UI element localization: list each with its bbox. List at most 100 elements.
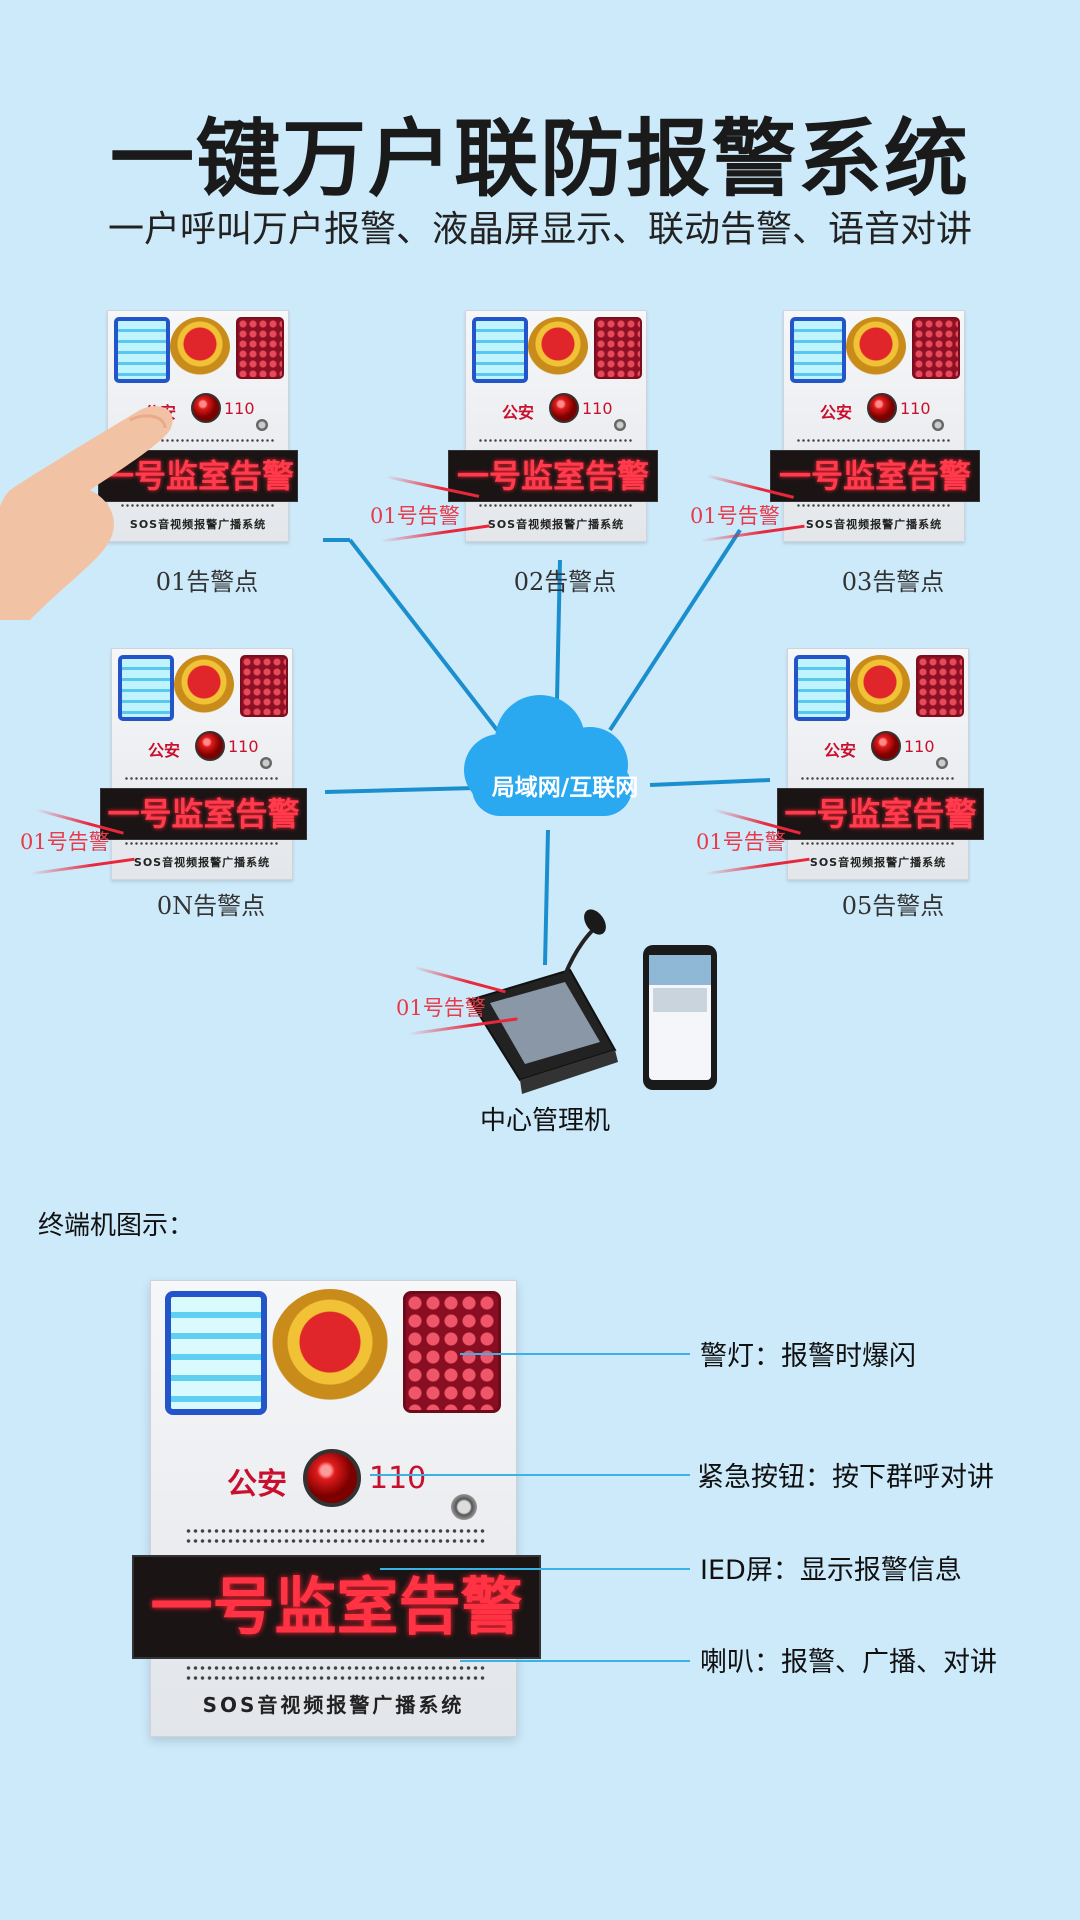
red-light-icon [240, 655, 288, 717]
red-light-icon [916, 655, 964, 717]
alarm-device-02: 公安 110 SOS音视频报警广播系统 [465, 310, 647, 542]
police-label: 公安 [148, 741, 181, 760]
callout-line [460, 1353, 690, 1355]
link-0N [324, 786, 476, 794]
camera-icon [451, 1494, 477, 1520]
number-label: 110 [224, 399, 255, 418]
speaker-grille [120, 439, 276, 442]
brand-label: SOS音视频报警广播系统 [133, 856, 271, 869]
center-machine-graphic [468, 909, 717, 1094]
page-title: 一键万户联防报警系统 [109, 109, 970, 208]
speaker-grille [185, 1676, 485, 1680]
brand-label: SOS音视频报警广播系统 [202, 1693, 465, 1717]
brand-label: SOS音视频报警广播系统 [129, 518, 267, 531]
strobe-light-icon [165, 1291, 267, 1415]
page-subtitle: 一户呼叫万户报警、液晶屏显示、联动告警、语音对讲 [107, 209, 972, 250]
camera-icon [260, 757, 272, 769]
speaker-grille [478, 504, 634, 507]
police-emblem-icon [846, 317, 906, 377]
police-label: 公安 [227, 1467, 287, 1502]
alert-label: 01号告警 [20, 830, 110, 854]
cloud-label: 局域网/互联网 [491, 775, 639, 801]
number-label: 110 [369, 1461, 427, 1496]
node-label-02: 02告警点 [513, 568, 617, 596]
camera-icon [256, 419, 268, 431]
police-label: 公安 [502, 403, 535, 422]
alarm-device-0N: 公安 110 SOS音视频报警广播系统 [111, 648, 293, 880]
led-screen-large: 一号监室告警 [132, 1555, 541, 1659]
terminal-device: 公安 110 SOS音视频报警广播系统 [150, 1280, 517, 1737]
callout-speaker: 喇叭：报警、广播、对讲 [700, 1647, 997, 1678]
police-label: 公安 [824, 741, 857, 760]
speaker-grille [796, 504, 952, 507]
police-emblem-icon [174, 655, 234, 715]
node-label-01: 01告警点 [155, 568, 259, 596]
callout-emergency-button: 紧急按钮：按下群呼对讲 [697, 1462, 994, 1493]
number-label: 110 [228, 737, 259, 756]
brand-label: SOS音视频报警广播系统 [809, 856, 947, 869]
alert-label: 01号告警 [396, 996, 486, 1020]
emergency-button[interactable] [867, 393, 897, 423]
strobe-light-icon [790, 317, 846, 383]
emergency-button[interactable] [191, 393, 221, 423]
cloud-shape [464, 695, 632, 816]
police-emblem-icon [271, 1289, 389, 1407]
link-center [543, 829, 550, 966]
emergency-button[interactable] [871, 731, 901, 761]
speaker-grille [478, 439, 634, 442]
alert-label: 01号告警 [696, 830, 786, 854]
number-label: 110 [582, 399, 613, 418]
led-screen: 一号监室告警 [770, 450, 980, 502]
link-02 [555, 559, 562, 701]
speaker-grille [124, 842, 280, 845]
link-01-b [348, 538, 499, 732]
callout-line [370, 1474, 690, 1476]
led-screen: 一号监室告警 [448, 450, 658, 502]
emergency-button[interactable] [303, 1449, 361, 1507]
link-03 [608, 528, 742, 732]
red-light-icon [912, 317, 960, 379]
alarm-device-03: 公安 110 SOS音视频报警广播系统 [783, 310, 965, 542]
led-screen: 一号监室告警 [100, 788, 307, 840]
red-light-icon [403, 1291, 501, 1413]
emergency-button[interactable] [195, 731, 225, 761]
police-emblem-icon [850, 655, 910, 715]
camera-icon [936, 757, 948, 769]
node-label-0N: 0N告警点 [156, 892, 266, 920]
speaker-grille [185, 1666, 485, 1670]
node-label-05: 05告警点 [841, 892, 945, 920]
speaker-grille [796, 439, 952, 442]
strobe-light-icon [118, 655, 174, 721]
callout-line [380, 1568, 690, 1570]
speaker-grille [185, 1539, 485, 1543]
speaker-grille [124, 777, 280, 780]
number-label: 110 [904, 737, 935, 756]
callout-led-screen: IED屏：显示报警信息 [700, 1555, 962, 1586]
police-emblem-icon [170, 317, 230, 377]
callout-line [460, 1660, 690, 1662]
node-label-03: 03告警点 [841, 568, 945, 596]
red-light-icon [236, 317, 284, 379]
speaker-grille [120, 504, 276, 507]
link-05 [649, 778, 771, 787]
strobe-light-icon [114, 317, 170, 383]
speaker-grille [800, 777, 956, 780]
terminal-section-label: 终端机图示： [38, 1211, 195, 1241]
number-label: 110 [900, 399, 931, 418]
center-machine-label: 中心管理机 [479, 1106, 610, 1136]
strobe-light-icon [794, 655, 850, 721]
brand-label: SOS音视频报警广播系统 [487, 518, 625, 531]
led-screen: 一号监室告警 [777, 788, 984, 840]
emergency-button[interactable] [549, 393, 579, 423]
alert-label: 01号告警 [690, 504, 780, 528]
camera-icon [614, 419, 626, 431]
callout-warning-light: 警灯：报警时爆闪 [700, 1341, 916, 1372]
red-light-icon [594, 317, 642, 379]
hand-icon [0, 406, 173, 620]
alert-label: 01号告警 [370, 504, 460, 528]
police-emblem-icon [528, 317, 588, 377]
brand-label: SOS音视频报警广播系统 [805, 518, 943, 531]
strobe-light-icon [472, 317, 528, 383]
alarm-device-05: 公安 110 SOS音视频报警广播系统 [787, 648, 969, 880]
